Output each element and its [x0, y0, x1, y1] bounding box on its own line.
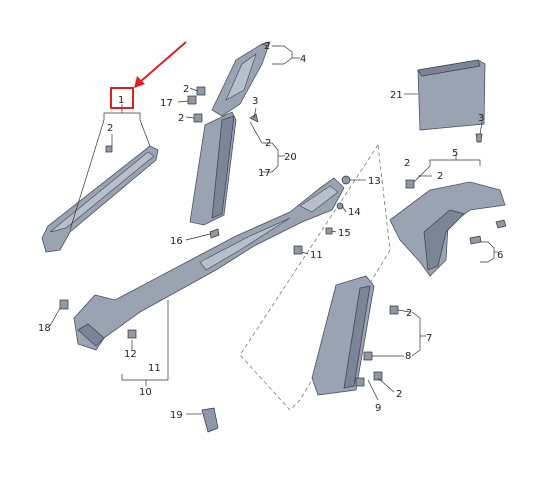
- label-7: 7: [426, 333, 432, 344]
- label-1: 1: [118, 95, 124, 106]
- label-12: 12: [124, 349, 137, 360]
- label-15: 15: [338, 228, 351, 239]
- part-7-c-pillar-trim: [311, 275, 375, 396]
- label-2-d: 2: [264, 41, 270, 52]
- highlight-arrow-shaft: [139, 41, 187, 83]
- label-20: 20: [284, 152, 297, 163]
- label-3-a: 3: [252, 96, 258, 107]
- part-4-pillar-cap: [211, 41, 271, 117]
- label-6: 6: [497, 250, 503, 261]
- highlight-box: [110, 87, 134, 109]
- highlight-marker: [110, 41, 187, 109]
- label-19: 19: [170, 410, 183, 421]
- label-10: 10: [139, 387, 152, 398]
- label-13: 13: [368, 176, 381, 187]
- label-2-h: 2: [406, 308, 412, 319]
- label-16: 16: [170, 236, 183, 247]
- label-3-b: 3: [478, 113, 484, 124]
- label-9: 9: [375, 403, 381, 414]
- highlight-arrow-head: [134, 76, 145, 88]
- part-5-arch-trim: [389, 181, 506, 277]
- label-14: 14: [348, 207, 361, 218]
- label-2-f: 2: [404, 158, 410, 169]
- part-1-trim: [41, 145, 159, 253]
- part-17-pillar-trim: [189, 111, 237, 226]
- label-11-a: 11: [148, 363, 161, 374]
- label-2-i: 2: [396, 389, 402, 400]
- hardware: [127, 86, 507, 433]
- label-2-e: 2: [265, 138, 271, 149]
- dashed-outline: [239, 144, 391, 411]
- label-11-b: 11: [310, 250, 323, 261]
- label-2-a: 2: [107, 123, 113, 134]
- label-21: 21: [390, 90, 403, 101]
- label-17-a: 17: [160, 98, 173, 109]
- label-2-g: 2: [437, 171, 443, 182]
- label-4: 4: [300, 54, 306, 65]
- label-2-c: 2: [178, 113, 184, 124]
- callout-labels: 1 2 2 2 2 2 2 2 2 2 3 3 4 5 6 7 8 9 10 1…: [38, 41, 503, 421]
- part-21-rear-panel: [417, 59, 486, 131]
- leader-lines: [49, 43, 498, 415]
- label-17-b: 17: [258, 168, 271, 179]
- label-5: 5: [452, 148, 458, 159]
- label-18: 18: [38, 323, 51, 334]
- label-8: 8: [405, 351, 411, 362]
- part-10-sill-panel: [59, 177, 345, 351]
- label-2-b: 2: [183, 84, 189, 95]
